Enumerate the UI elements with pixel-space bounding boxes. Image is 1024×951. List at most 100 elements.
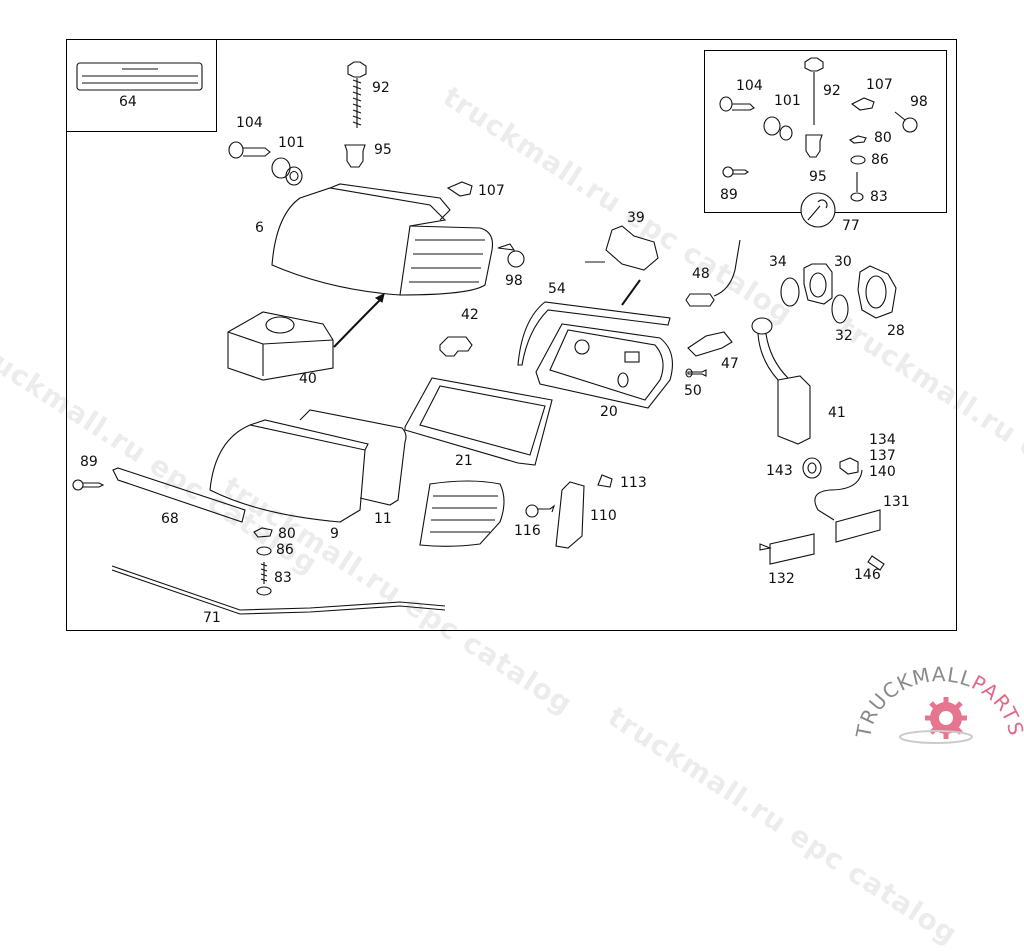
label-143: 143	[766, 463, 793, 479]
label-110: 110	[590, 508, 617, 524]
part-80-clip[interactable]	[253, 527, 273, 538]
label-34: 34	[769, 254, 787, 270]
label-104: 104	[236, 115, 263, 131]
part-146-bulb[interactable]	[867, 555, 885, 571]
label-40: 40	[299, 371, 317, 387]
part-110-reflector[interactable]	[555, 481, 585, 549]
part-41-igniter[interactable]	[751, 317, 811, 445]
truckmallparts-logo: TRUCKMALLPARTS	[850, 655, 1024, 750]
part-47-bulb[interactable]	[687, 331, 733, 357]
label-20: 20	[600, 404, 618, 420]
part-34-ring[interactable]	[780, 277, 800, 307]
part-64-nameplate[interactable]	[76, 62, 203, 91]
label-89: 89	[80, 454, 98, 470]
wrench-icon	[800, 192, 836, 228]
label-101: 101	[278, 135, 305, 151]
label-42: 42	[461, 307, 479, 323]
part-116-screw[interactable]	[525, 504, 556, 518]
part-107-clip[interactable]	[446, 181, 473, 197]
part-turn-lens[interactable]	[419, 480, 505, 547]
part-11-seal[interactable]	[299, 409, 407, 506]
part-143-grommet[interactable]	[802, 457, 822, 479]
label-11: 11	[374, 511, 392, 527]
part-98-screw[interactable]	[497, 243, 525, 268]
label-54: 54	[548, 281, 566, 297]
part-131-side-marker[interactable]	[835, 509, 881, 543]
label-146: 146	[854, 567, 881, 583]
label-134: 134	[869, 432, 896, 448]
inset-label-80: 80	[874, 130, 892, 146]
part-21-frame[interactable]	[404, 377, 553, 466]
label-98: 98	[505, 273, 523, 289]
part-86-washer[interactable]	[256, 546, 272, 556]
parts-drawing	[72, 57, 918, 615]
inset-label-83: 83	[870, 189, 888, 205]
part-92-bolt[interactable]	[347, 61, 367, 128]
part-83-screw[interactable]	[256, 562, 272, 596]
part-30-cap[interactable]	[803, 263, 833, 305]
label-71: 71	[203, 610, 221, 626]
inset-label-104: 104	[736, 78, 763, 94]
label-86: 86	[276, 542, 294, 558]
label-131: 131	[883, 494, 910, 510]
inset-hardware-drawing	[719, 57, 918, 202]
label-83: 83	[274, 570, 292, 586]
part-40-control-unit[interactable]	[227, 311, 334, 381]
logo-text-parts: PARTS	[968, 670, 1024, 738]
label-47: 47	[721, 356, 739, 372]
label-39: 39	[627, 210, 645, 226]
part-20-reflector[interactable]	[535, 323, 673, 409]
label-113: 113	[620, 475, 647, 491]
gear-icon	[899, 697, 973, 744]
label-6: 6	[255, 220, 264, 236]
inset-label-77: 77	[842, 218, 860, 234]
part-54-trim[interactable]	[517, 301, 671, 366]
inset-label-89: 89	[720, 187, 738, 203]
part-132-side-marker[interactable]	[759, 533, 815, 565]
inset-label-86: 86	[871, 152, 889, 168]
label-32: 32	[835, 328, 853, 344]
label-50: 50	[684, 383, 702, 399]
part-32-ring[interactable]	[831, 294, 849, 324]
label-107: 107	[478, 183, 505, 199]
inset-label-98: 98	[910, 94, 928, 110]
label-116: 116	[514, 523, 541, 539]
arrowhead	[374, 292, 385, 303]
part-28-cap[interactable]	[857, 265, 897, 319]
arrow-40-to-6	[333, 299, 381, 348]
arrow-39-to-20	[621, 279, 641, 306]
part-68-strip[interactable]	[112, 467, 246, 523]
part-89-screw[interactable]	[72, 479, 105, 491]
inset-label-107: 107	[866, 77, 893, 93]
inset-label-101: 101	[774, 93, 801, 109]
part-39-leveling-motor[interactable]	[585, 225, 659, 271]
inset-label-92: 92	[823, 83, 841, 99]
part-71-strip[interactable]	[111, 565, 446, 615]
label-30: 30	[834, 254, 852, 270]
part-113-clip[interactable]	[597, 474, 613, 488]
part-6-headlamp[interactable]	[271, 183, 494, 296]
part-9-lens[interactable]	[209, 419, 369, 523]
part-134-socket[interactable]	[814, 457, 863, 521]
label-68: 68	[161, 511, 179, 527]
label-92: 92	[372, 80, 390, 96]
label-28: 28	[887, 323, 905, 339]
label-137: 137	[869, 448, 896, 464]
nameplate-inset	[66, 39, 217, 132]
inset-label-95: 95	[809, 169, 827, 185]
part-104-screw[interactable]	[228, 141, 271, 159]
label-140: 140	[869, 464, 896, 480]
part-48-bulb[interactable]	[685, 239, 741, 307]
label-80: 80	[278, 526, 296, 542]
label-64: 64	[119, 94, 137, 110]
part-50-bulb[interactable]	[685, 368, 707, 378]
label-21: 21	[455, 453, 473, 469]
diagram-frame	[66, 39, 957, 631]
label-41: 41	[828, 405, 846, 421]
label-132: 132	[768, 571, 795, 587]
part-101-nut[interactable]	[271, 157, 303, 186]
part-95-clip[interactable]	[344, 144, 366, 168]
label-48: 48	[692, 266, 710, 282]
label-95: 95	[374, 142, 392, 158]
part-42-bracket[interactable]	[439, 336, 473, 357]
